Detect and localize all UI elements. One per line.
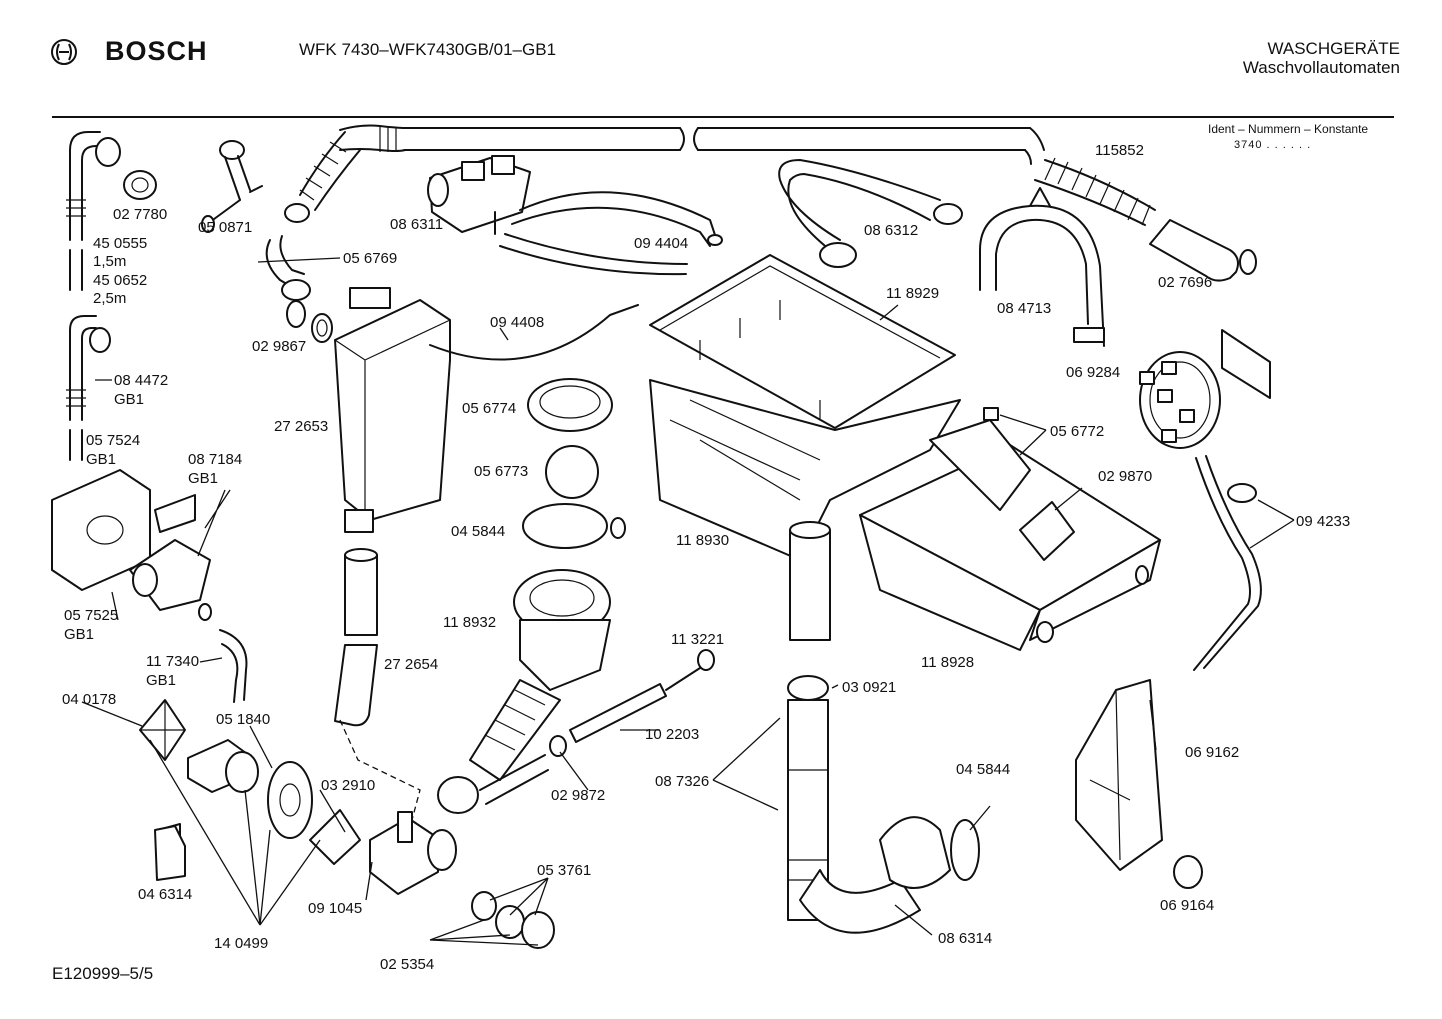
part-label: 09 4233 (1296, 513, 1350, 530)
part-label: 08 4713 (997, 300, 1051, 317)
part-label: 05 6772 (1050, 423, 1104, 440)
part-label: 02 7780 (113, 206, 167, 223)
category-title: WASCHGERÄTE (1267, 39, 1400, 58)
part-label: 45 0555 (93, 235, 147, 252)
part-labels: 02 7780 05 0871 45 0555 1,5m 45 0652 2,5… (62, 142, 1350, 973)
elbow-hose-drawing (265, 235, 333, 343)
part-label: 06 9164 (1160, 897, 1214, 914)
part-label: 05 3761 (537, 862, 591, 879)
part-label: 05 0871 (198, 219, 252, 236)
part-label: 05 6769 (343, 250, 397, 267)
part-label: 11 8929 (886, 285, 939, 302)
hose-09-4404-drawing (499, 191, 723, 276)
part-label: 09 4408 (490, 314, 544, 331)
part-label: GB1 (64, 626, 94, 643)
model-number: WFK 7430–WFK7430GB/01–GB1 (299, 40, 557, 59)
standpipe-drawing (787, 675, 980, 934)
part-label: 08 4472 (114, 372, 168, 389)
ident-value: 3740 . . . . . . (1234, 139, 1312, 151)
detergent-dispenser-drawing (649, 254, 1161, 651)
part-label: 03 0921 (842, 679, 896, 696)
part-label: 2,5m (93, 290, 126, 307)
part-label: 04 0178 (62, 691, 116, 708)
part-label: 11 8928 (921, 654, 974, 671)
part-label: 02 9872 (551, 787, 605, 804)
part-label: 05 7524 (86, 432, 140, 449)
hose-clip-drawing (979, 187, 1105, 347)
hose-08-6312-drawing (778, 159, 963, 268)
drain-hose-drawing (66, 131, 121, 461)
filter-clip-drawing (154, 825, 186, 881)
part-label: 02 5354 (380, 956, 434, 973)
part-label: 04 5844 (956, 761, 1010, 778)
reservoir-tank-drawing (334, 287, 639, 533)
part-label: 08 7184 (188, 451, 242, 468)
programme-selector-drawing (1139, 329, 1271, 449)
part-label: GB1 (188, 470, 218, 487)
bosch-logo-icon (51, 39, 77, 65)
part-label: 1,5m (93, 253, 126, 270)
part-label: 27 2654 (384, 656, 438, 673)
part-label: GB1 (86, 451, 116, 468)
part-label: 09 4404 (634, 235, 688, 252)
part-label: 04 6314 (138, 886, 192, 903)
part-label: 05 6774 (462, 400, 516, 417)
brand-name: BOSCH (105, 36, 208, 66)
nut-drawing (123, 170, 157, 200)
drain-pump-drawing (139, 699, 555, 949)
part-label: 02 9870 (1098, 468, 1152, 485)
part-label: 11 8932 (443, 614, 496, 631)
part-label: 04 5844 (451, 523, 505, 540)
hose-11-7340-drawing (219, 629, 248, 703)
inlet-valve-drawing (51, 469, 212, 621)
ident-title: Ident – Nummern – Konstante (1208, 122, 1369, 136)
part-label: 11 7340 (146, 653, 199, 670)
header-divider (52, 116, 1394, 118)
part-label: 08 6314 (938, 930, 992, 947)
part-label: 06 9284 (1066, 364, 1120, 381)
document-id: E120999–5/5 (52, 964, 154, 983)
leader-lines (81, 257, 1295, 946)
part-label: 08 6312 (864, 222, 918, 239)
bracket-drawing (1075, 679, 1203, 889)
heater-tube-drawing (549, 649, 715, 757)
part-label: 02 9867 (252, 338, 306, 355)
part-label: 115852 (1095, 142, 1144, 159)
part-label: 03 2910 (321, 777, 375, 794)
part-label: 08 7326 (655, 773, 709, 790)
part-label: 06 9162 (1185, 744, 1239, 761)
hose-27-2654-drawing (334, 548, 421, 821)
part-label: 14 0499 (214, 935, 268, 952)
part-label: 02 7696 (1158, 274, 1212, 291)
part-label: 05 6773 (474, 463, 528, 480)
supply-hose-drawing (284, 124, 1257, 282)
solenoid-valve-drawing (427, 155, 531, 235)
part-label: 27 2653 (274, 418, 328, 435)
part-label: 11 8930 (676, 532, 729, 549)
part-label: 11 3221 (671, 631, 724, 648)
subcategory-title: Waschvollautomaten (1242, 58, 1400, 77)
y-connector-drawing (201, 140, 263, 233)
part-label: 08 6311 (390, 216, 443, 233)
part-label: 45 0652 (93, 272, 147, 289)
part-label: 05 1840 (216, 711, 270, 728)
part-label: 10 2203 (645, 726, 699, 743)
part-label: GB1 (146, 672, 176, 689)
part-label: GB1 (114, 391, 144, 408)
sump-parts-drawing (522, 378, 626, 549)
hose-09-4233-drawing (1193, 455, 1262, 671)
part-label: 05 7525 (64, 607, 118, 624)
sump-bellows-drawing (437, 569, 611, 814)
part-label: 09 1045 (308, 900, 362, 917)
